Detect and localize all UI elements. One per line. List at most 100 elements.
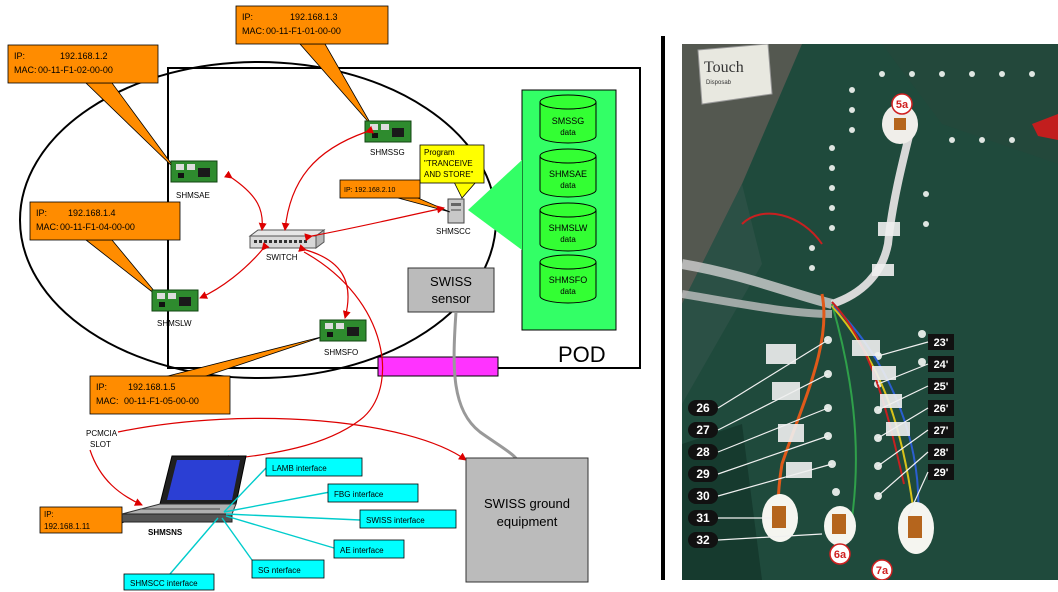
marker-23p: 23': [928, 334, 954, 350]
marker-28p: 28': [928, 444, 954, 460]
database-shmslw: SHMSLW data: [540, 203, 596, 251]
switch-icon: [250, 230, 324, 248]
shmsae-mac-label: MAC:: [14, 65, 37, 75]
shmsae-ip: 192.168.1.2: [60, 51, 108, 61]
shmssg-board-icon: [365, 121, 411, 142]
program-note-line2: "TRANCEIVE: [424, 159, 473, 168]
marker-32: 32: [688, 532, 718, 548]
svg-text:5a: 5a: [896, 99, 909, 111]
database-name: SHMSFO: [549, 275, 588, 285]
shmslw-board-icon: [152, 290, 198, 311]
program-note-line3: AND STORE": [424, 170, 474, 179]
shmssg-ip-label: IP:: [242, 12, 253, 22]
shmslw-ip-label: IP:: [36, 208, 47, 218]
program-note-pointer: [454, 182, 476, 198]
shmssg-callout-pointer: [300, 44, 372, 126]
database-shmsae: SHMSAE data: [540, 149, 596, 197]
marker-26p: 26': [928, 400, 954, 416]
shmsfo-mac-label: MAC:: [96, 396, 119, 406]
package-box: Touch Disposab: [698, 44, 772, 104]
switch-label: SWITCH: [266, 253, 298, 262]
marker-26: 26: [688, 400, 718, 416]
pcmcia-line2: SLOT: [90, 440, 111, 449]
marker-27: 27: [688, 422, 718, 438]
marker-29: 29: [688, 466, 718, 482]
shmsfo-label: SHMSFO: [324, 348, 358, 357]
sensor-photo: Touch Disposab: [682, 44, 1058, 580]
swiss-interface-label: SWISS interface: [366, 516, 425, 525]
shmsfo-callout-pointer: [160, 336, 325, 378]
svg-text:31: 31: [696, 511, 710, 525]
swiss-sensor-line2: sensor: [431, 291, 471, 306]
shmsns-label: SHMSNS: [148, 528, 183, 537]
marker-31: 31: [688, 510, 718, 526]
svg-text:30: 30: [696, 489, 710, 503]
shmscc-interface-label: SHMSCC interface: [130, 579, 198, 588]
laptop-icon: [122, 456, 246, 522]
shmsns-ip-label: IP:: [44, 510, 54, 519]
svg-text:25': 25': [934, 381, 949, 393]
svg-text:27': 27': [934, 425, 949, 437]
ae-interface-label: AE interface: [340, 546, 384, 555]
shmsae-callout-pointer: [86, 83, 176, 170]
sg-interface-label: SG nterface: [258, 566, 301, 575]
photo-brand-sub: Disposab: [706, 80, 732, 86]
shmsfo-mac: 00-11-F1-05-00-00: [124, 396, 199, 406]
shmscc-label: SHMSCC: [436, 227, 471, 236]
marker-24p: 24': [928, 356, 954, 372]
svg-text:23': 23': [934, 337, 949, 349]
marker-7a: 7a: [872, 560, 892, 580]
database-smssg: SMSSG data: [540, 95, 596, 143]
database-name: SMSSG: [552, 116, 585, 126]
shmscc-callout-pointer: [398, 198, 450, 212]
lamb-interface-label: LAMB interface: [272, 464, 327, 473]
shmssg-label: SHMSSG: [370, 148, 405, 157]
shmscc-server-icon: [448, 199, 464, 223]
database-sub: data: [560, 128, 576, 137]
svg-text:24': 24': [934, 359, 949, 371]
svg-text:28: 28: [696, 445, 710, 459]
shmssg-mac: 00-11-F1-01-00-00: [266, 26, 341, 36]
marker-29p: 29': [928, 464, 954, 480]
pcmcia-line1: PCMCIA: [86, 429, 118, 438]
swiss-sensor-line1: SWISS: [430, 274, 472, 289]
shmslw-callout-pointer: [86, 240, 160, 298]
svg-text:28': 28': [934, 447, 949, 459]
shmsae-label: SHMSAE: [176, 191, 210, 200]
marker-6a: 6a: [830, 544, 850, 564]
svg-text:29: 29: [696, 467, 710, 481]
svg-text:7a: 7a: [876, 565, 889, 577]
database-shmsfo: SHMSFO data: [540, 255, 596, 303]
shmssg-ip: 192.168.1.3: [290, 12, 338, 22]
shmssg-mac-label: MAC:: [242, 26, 265, 36]
shmsae-board-icon: [171, 161, 217, 182]
database-sub: data: [560, 287, 576, 296]
shmscc-ip: IP: 192.168.2.10: [344, 187, 395, 194]
shmslw-ip: 192.168.1.4: [68, 208, 116, 218]
swiss-ground-line1: SWISS ground: [484, 496, 570, 511]
marker-30: 30: [688, 488, 718, 504]
marker-5a: 5a: [892, 94, 912, 114]
swiss-ground-line2: equipment: [497, 514, 558, 529]
svg-text:32: 32: [696, 533, 710, 547]
database-name: SHMSAE: [549, 169, 587, 179]
fbg-interface-label: FBG interface: [334, 490, 384, 499]
database-sub: data: [560, 181, 576, 190]
shmsae-ip-label: IP:: [14, 51, 25, 61]
program-note-line1: Program: [424, 148, 455, 157]
shmslw-mac: 00-11-F1-04-00-00: [60, 222, 135, 232]
svg-text:6a: 6a: [834, 549, 847, 561]
svg-text:29': 29': [934, 467, 949, 479]
svg-text:26': 26': [934, 403, 949, 415]
interface-bar: [378, 357, 498, 376]
marker-25p: 25': [928, 378, 954, 394]
shmsns-ip: 192.168.1.11: [44, 522, 91, 531]
pod-label: POD: [558, 342, 606, 367]
swiss-cable: [454, 312, 522, 470]
shmslw-mac-label: MAC:: [36, 222, 59, 232]
database-sub: data: [560, 235, 576, 244]
marker-28: 28: [688, 444, 718, 460]
shmsfo-ip: 192.168.1.5: [128, 382, 176, 392]
svg-text:26: 26: [696, 401, 710, 415]
shmsae-mac: 00-11-F1-02-00-00: [38, 65, 113, 75]
